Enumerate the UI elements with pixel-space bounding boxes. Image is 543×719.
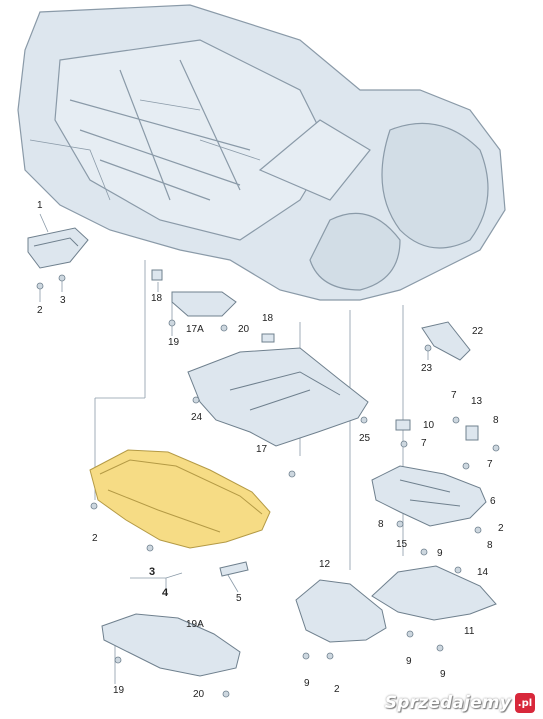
callout-15: 15 (396, 539, 408, 550)
callout-13: 13 (471, 396, 483, 407)
watermark-badge: .pl (515, 693, 535, 713)
callout-20: 20 (193, 689, 205, 700)
car-underbody (17, 4, 506, 301)
callout-3-bold: 3 (149, 566, 156, 578)
callout-19: 19 (113, 685, 125, 696)
callout-2: 2 (334, 684, 340, 695)
part-6-side-panel (371, 465, 487, 527)
callout-7: 7 (451, 390, 457, 401)
callout-10: 10 (423, 420, 435, 431)
callout-17: 17 (256, 444, 268, 455)
part-17A-cover (171, 291, 237, 317)
callout-9: 9 (304, 678, 310, 689)
part-4-underbody-panel-highlighted (89, 449, 271, 549)
callout-19A: 19A (186, 619, 204, 630)
part-1-bracket (27, 227, 89, 269)
part-19A-panel (101, 613, 241, 677)
callout-4-bold: 4 (162, 587, 169, 599)
part-18-clips (151, 269, 275, 343)
callout-8: 8 (378, 519, 384, 530)
callout-18: 18 (151, 293, 163, 304)
part-5-strip (219, 561, 249, 577)
callout-11: 11 (464, 626, 475, 637)
callout-2: 2 (92, 533, 98, 544)
callout-5: 5 (236, 593, 242, 604)
callout-20: 20 (238, 324, 250, 335)
part-22-bracket (421, 321, 471, 361)
callout-9: 9 (437, 548, 443, 559)
callout-24: 24 (191, 412, 203, 423)
watermark-text: Sprzedajemy (384, 693, 511, 713)
callout-7: 7 (487, 459, 493, 470)
callout-25: 25 (359, 433, 371, 444)
callout-19: 19 (168, 337, 180, 348)
callout-22: 22 (472, 326, 484, 337)
part-17-center-panel (187, 347, 369, 447)
callout-7: 7 (421, 438, 427, 449)
callout-14: 14 (477, 567, 489, 578)
callout-3: 3 (60, 295, 66, 306)
callout-17A: 17A (186, 324, 204, 335)
callout-9: 9 (406, 656, 412, 667)
callout-12: 12 (319, 559, 331, 570)
callout-8: 8 (487, 540, 493, 551)
callout-18: 18 (262, 313, 274, 324)
part-12-bracket (295, 579, 387, 643)
callout-2: 2 (37, 305, 43, 316)
callout-1: 1 (37, 200, 43, 211)
part-11-shield (371, 565, 497, 621)
callout-8: 8 (493, 415, 499, 426)
callout-2: 2 (498, 523, 504, 534)
watermark: Sprzedajemy .pl (385, 693, 535, 713)
part-10-clip (395, 419, 479, 441)
callout-6: 6 (490, 496, 496, 507)
callout-9: 9 (440, 669, 446, 680)
fasteners (36, 274, 500, 698)
callout-23: 23 (421, 363, 433, 374)
